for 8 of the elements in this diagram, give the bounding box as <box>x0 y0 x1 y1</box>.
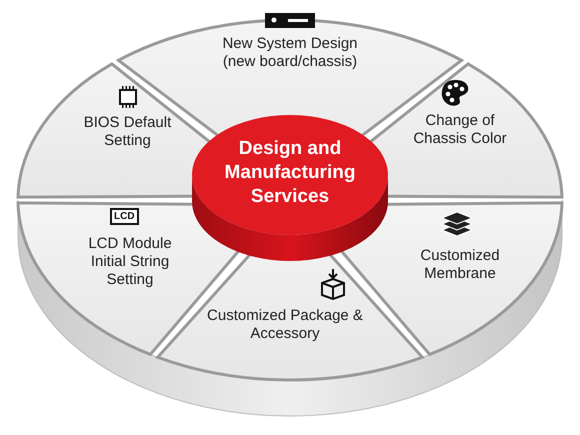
hub-title: Design and Manufacturing Services <box>224 137 356 209</box>
segment-label: Customized Membrane <box>419 247 501 283</box>
segment-label: New System Design (new board/chassis) <box>221 35 359 71</box>
segment-label: Customized Package & Accessory <box>206 307 364 343</box>
lcd-icon: LCD <box>110 208 139 225</box>
segment-label: Change of Chassis Color <box>412 112 508 148</box>
segment-label: BIOS Default Setting <box>82 114 172 150</box>
segment-label: LCD Module Initial String Setting <box>87 235 173 289</box>
